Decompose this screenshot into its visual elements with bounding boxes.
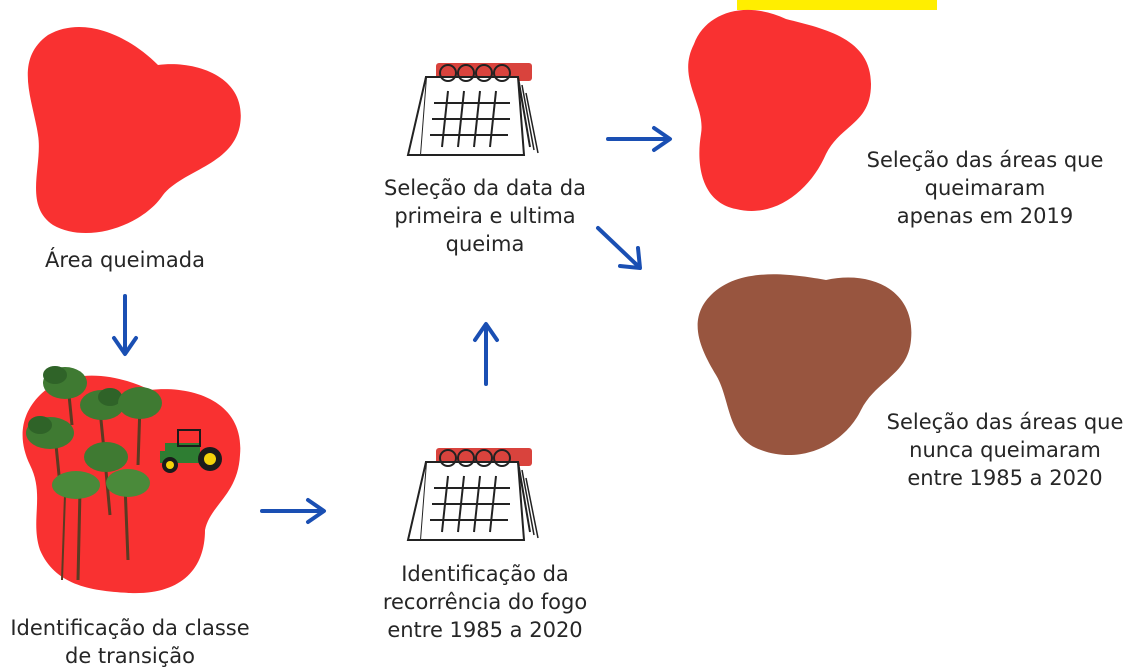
burned-area-blob: [27, 26, 241, 234]
arrow-up-1: [473, 322, 499, 386]
calendar-icon: [406, 63, 539, 156]
tractor-icon: [160, 429, 222, 473]
never-burned-label: Seleção das áreas que nunca queimaram en…: [886, 410, 1124, 490]
tree-icon: [118, 387, 162, 466]
arrow-right-2: [606, 126, 672, 152]
fire-recurrence-label: Identificação da recorrência do fogo ent…: [382, 562, 588, 642]
burned-2019-blob: [688, 9, 871, 211]
burned-area-label: Área queimada: [45, 248, 205, 272]
highlight-mark: [737, 0, 937, 10]
tree-icon: [52, 471, 100, 581]
first-last-burn-label: Seleção da data da primeira e ultima que…: [384, 176, 586, 256]
burned-2019-label: Seleção das áreas que queimaram apenas e…: [866, 148, 1104, 228]
tree-icon: [106, 469, 150, 561]
never-burned-blob: [697, 274, 912, 456]
tree-icon: [43, 366, 87, 426]
transition-class-blob: [22, 366, 241, 594]
arrow-down-1: [112, 294, 138, 356]
transition-class-label: Identificação da classe de transição: [10, 616, 250, 668]
arrow-right-1: [260, 498, 326, 524]
arrow-diagonal: [596, 226, 642, 270]
calendar-icon: [406, 448, 539, 541]
